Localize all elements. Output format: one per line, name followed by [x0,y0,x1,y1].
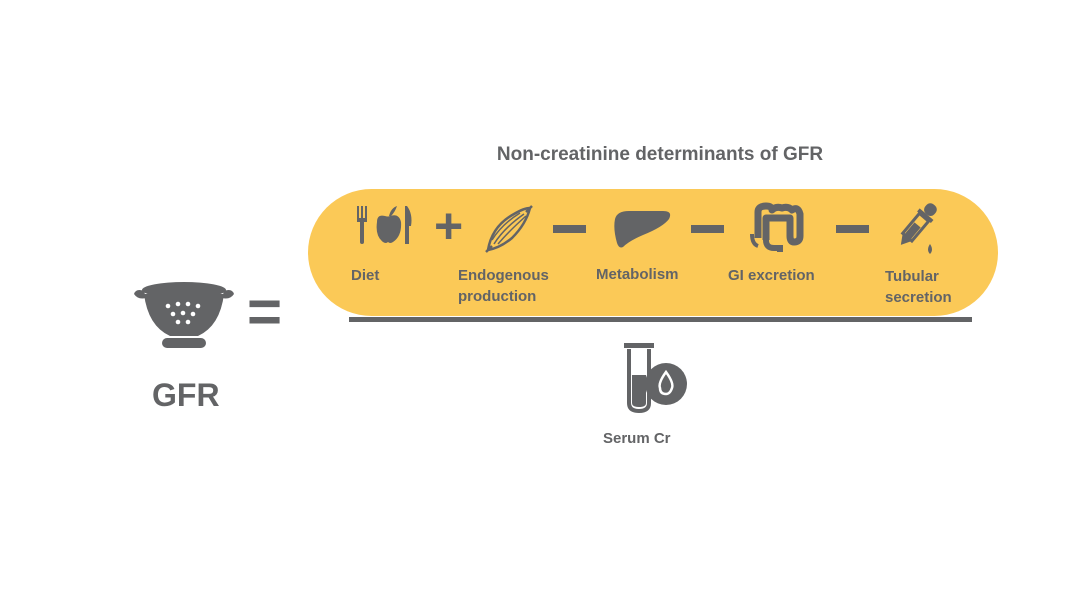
term-gi-excretion-label: GI excretion [728,267,815,284]
test-tube-drop-icon [624,343,687,414]
utensils-apple-icon [357,206,412,244]
numerator-pill [308,189,998,316]
minus-operator-3 [836,225,869,233]
diagram-title: Non-creatinine determinants of GFR [496,144,824,165]
term-endogenous-label: Endogenous production [458,267,549,305]
minus-operator-2 [691,225,724,233]
term-metabolism-label: Metabolism [596,266,679,283]
plus-operator: + [434,198,464,254]
fraction-line [349,317,972,322]
intestine-icon [750,202,804,252]
muscle-icon [485,205,533,253]
dropper-icon [900,203,937,254]
minus-operator-1-text: − [553,225,586,233]
minus-operator-1 [553,225,586,233]
term-tubular-secretion-label: Tubular secretion [885,268,952,306]
term-diet-label: Diet [351,267,380,284]
colander-icon [134,282,234,348]
gfr-label: GFR [152,377,220,413]
liver-icon [614,211,671,248]
minus-operator-2-text: − [691,225,724,233]
serum-cr-label: Serum Cr [603,430,671,447]
minus-operator-3-text: − [836,225,869,233]
equals-sign: = [247,278,283,345]
